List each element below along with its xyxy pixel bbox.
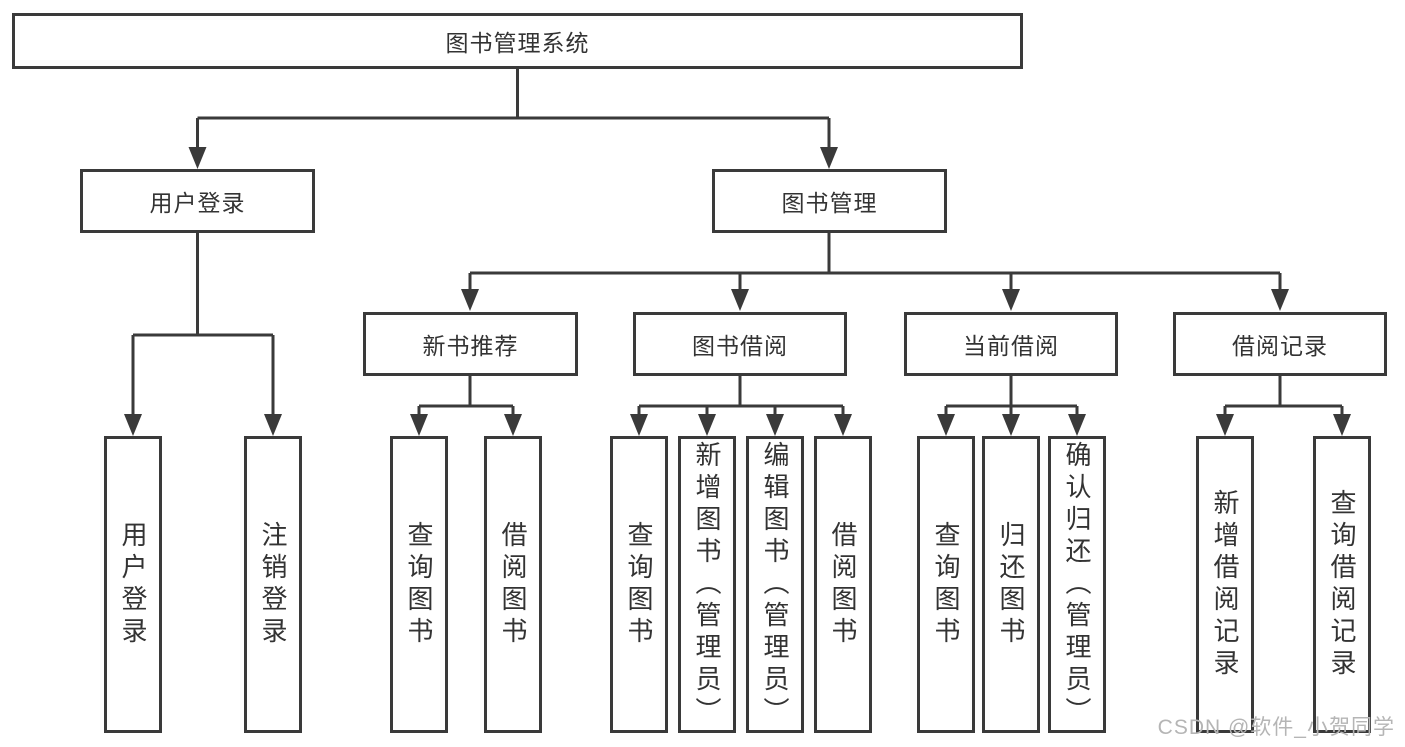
connector-stems	[131, 69, 1344, 416]
arrowhead	[264, 414, 282, 436]
arrowhead	[698, 414, 716, 436]
current-borrow-to-leaves-lines	[944, 376, 1079, 416]
node-borrowing-records: 借阅记录	[1173, 312, 1387, 376]
arrowhead	[461, 289, 479, 311]
arrowhead	[188, 147, 207, 169]
arrowhead	[504, 414, 522, 436]
arrowhead	[1068, 414, 1086, 436]
arrowhead	[731, 289, 749, 311]
leaf-borrow-books-borrowing: 借阅图书	[814, 436, 872, 733]
node-root: 图书管理系统	[12, 13, 1023, 69]
node-label: 图书管理系统	[445, 30, 590, 56]
node-label: 图书管理	[781, 190, 878, 216]
node-current-borrowing: 当前借阅	[904, 312, 1118, 376]
arrowhead	[820, 147, 838, 169]
leaf-return-book: 归还图书	[982, 436, 1040, 733]
node-label: 用户登录	[118, 520, 148, 649]
node-user-login: 用户登录	[80, 169, 315, 233]
leaf-query-books-current: 查询图书	[917, 436, 975, 733]
node-label: 用户登录	[149, 190, 246, 216]
node-label: 查询图书	[404, 520, 434, 649]
leaf-edit-book-admin: 编辑图书（管理员）	[746, 436, 804, 733]
node-label: 确认归还（管理员）	[1062, 440, 1092, 729]
new-book-to-leaves-lines	[417, 376, 515, 416]
node-label: 新书推荐	[422, 333, 519, 359]
arrowhead	[630, 414, 648, 436]
leaf-user-login: 用户登录	[104, 436, 162, 733]
node-book-borrowing: 图书借阅	[633, 312, 847, 376]
leaf-add-book-admin: 新增图书（管理员）	[678, 436, 736, 733]
arrowhead	[1333, 414, 1351, 436]
records-to-leaves-lines	[1223, 376, 1344, 416]
arrowhead	[766, 414, 784, 436]
node-label: 新增图书（管理员）	[692, 440, 722, 729]
node-new-book-recommend: 新书推荐	[363, 312, 578, 376]
user-login-to-leaves-lines	[131, 233, 275, 416]
arrowhead	[124, 414, 142, 436]
node-book-management: 图书管理	[712, 169, 947, 233]
book-mgmt-to-level3-lines	[468, 233, 1282, 291]
leaf-query-books-borrowing: 查询图书	[610, 436, 668, 733]
node-label: 查询图书	[624, 520, 654, 649]
book-borrow-to-leaves-lines	[637, 376, 845, 416]
node-label: 借阅图书	[498, 520, 528, 649]
leaf-query-borrow-record: 查询借阅记录	[1313, 436, 1371, 733]
node-label: 查询借阅记录	[1327, 488, 1357, 681]
arrowhead	[1216, 414, 1234, 436]
node-label: 编辑图书（管理员）	[760, 440, 790, 729]
arrowhead	[1002, 289, 1020, 311]
node-label: 借阅记录	[1232, 333, 1328, 359]
arrowhead	[937, 414, 955, 436]
node-label: 查询图书	[931, 520, 961, 649]
node-label: 图书借阅	[692, 333, 788, 359]
arrowhead	[410, 414, 428, 436]
root-to-level2-lines	[196, 69, 831, 149]
arrowhead	[1271, 289, 1289, 311]
node-label: 新增借阅记录	[1210, 488, 1240, 681]
connector-arrowheads	[124, 147, 1351, 436]
leaf-confirm-return-admin: 确认归还（管理员）	[1048, 436, 1106, 733]
arrowhead	[834, 414, 852, 436]
node-label: 借阅图书	[828, 520, 858, 649]
node-label: 当前借阅	[963, 333, 1059, 359]
node-label: 注销登录	[258, 520, 288, 649]
leaf-borrow-books-recommend: 借阅图书	[484, 436, 542, 733]
leaf-query-books-recommend: 查询图书	[390, 436, 448, 733]
arrowhead	[1002, 414, 1020, 436]
node-label: 归还图书	[996, 520, 1026, 649]
leaf-add-borrow-record: 新增借阅记录	[1196, 436, 1254, 733]
leaf-logout: 注销登录	[244, 436, 302, 733]
